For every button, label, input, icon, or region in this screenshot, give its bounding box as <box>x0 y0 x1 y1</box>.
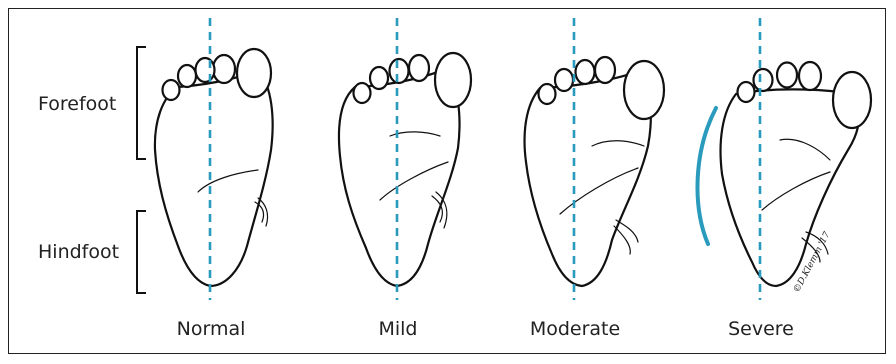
label-severe: Severe <box>681 318 841 340</box>
hindfoot-bracket <box>137 211 146 293</box>
foot-mild <box>339 53 471 286</box>
forefoot-bracket <box>137 47 146 159</box>
label-normal: Normal <box>131 318 291 340</box>
foot-severe <box>721 62 871 286</box>
label-moderate: Moderate <box>495 318 655 340</box>
foot-moderate <box>525 57 664 286</box>
curvature-arc <box>698 108 716 244</box>
foot-normal <box>155 49 273 286</box>
forefoot-label: Forefoot <box>38 93 116 115</box>
label-mild: Mild <box>318 318 478 340</box>
hindfoot-label: Hindfoot <box>38 241 119 263</box>
